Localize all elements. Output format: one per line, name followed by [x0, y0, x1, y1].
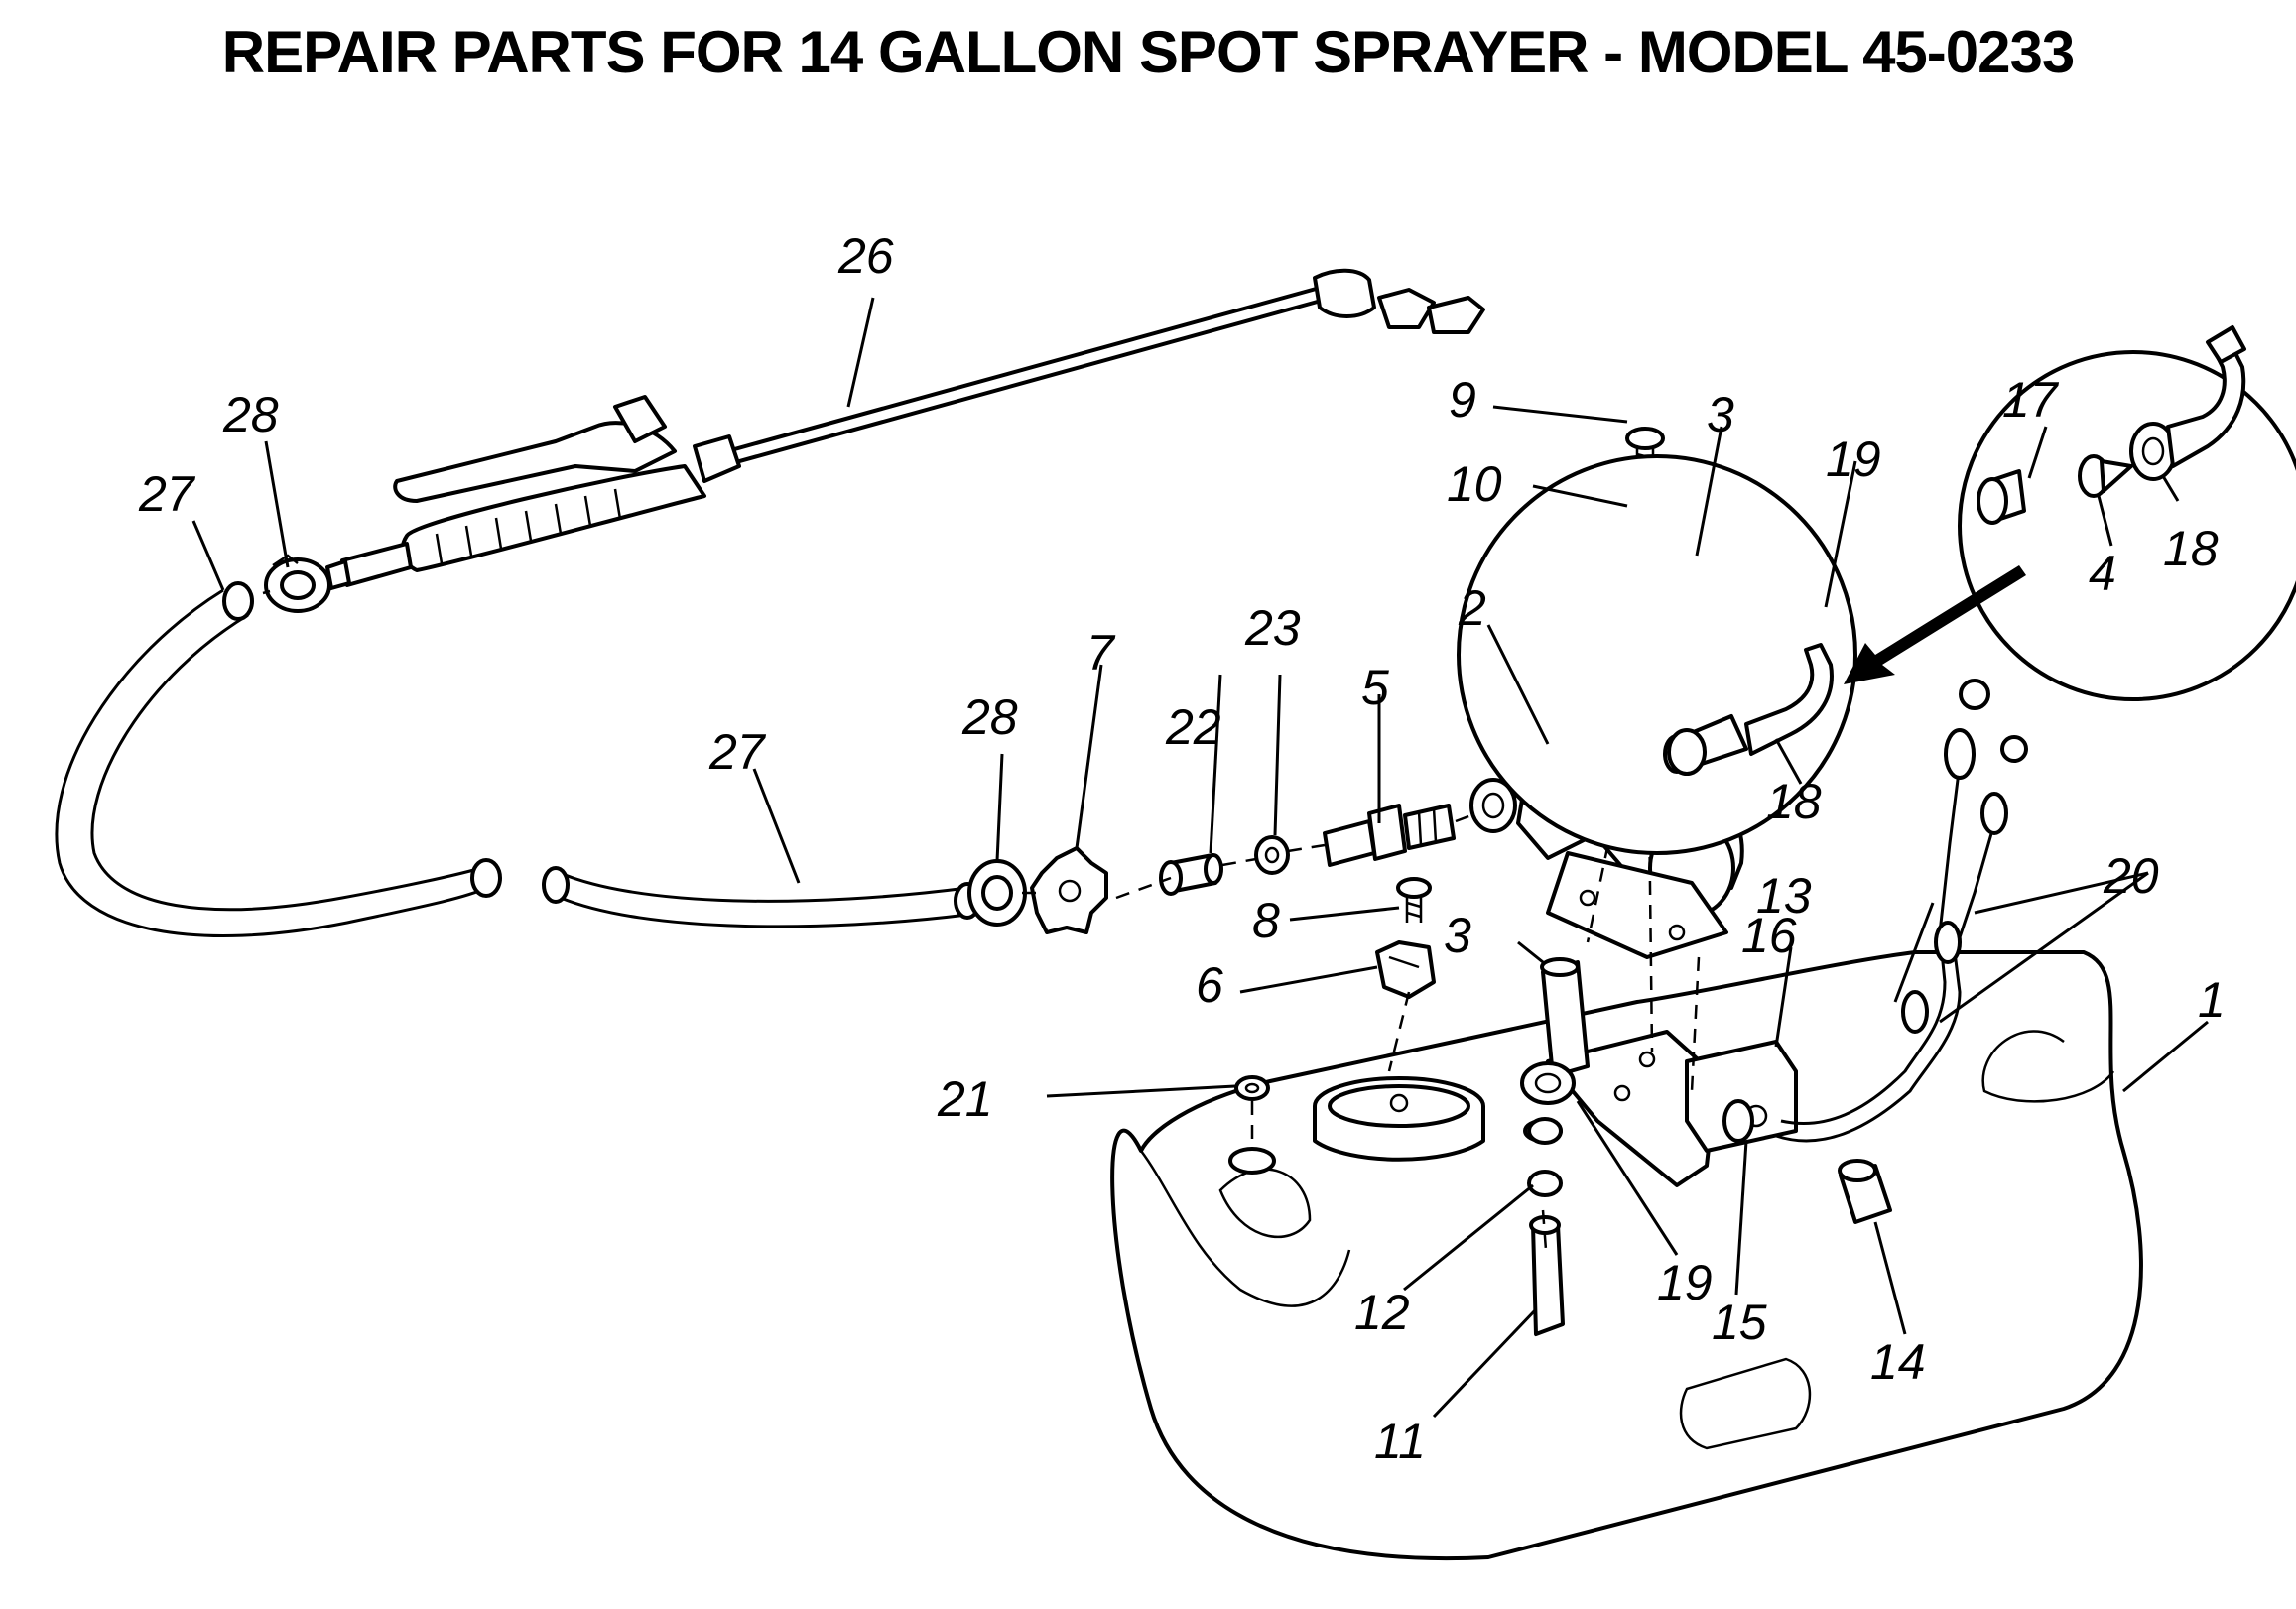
elbow-18 — [1663, 643, 1834, 776]
callout-10: 10 — [1447, 456, 1502, 512]
callout-21: 21 — [937, 1071, 993, 1127]
fuse-14 — [1838, 1159, 1892, 1224]
callout-27-upper: 27 — [138, 466, 196, 522]
clamp-19-lower — [1520, 1061, 1576, 1105]
callout-17: 17 — [2002, 372, 2060, 428]
callout-28-upper: 28 — [222, 387, 279, 442]
callout-23: 23 — [1244, 600, 1301, 656]
callout-4: 4 — [2089, 546, 2116, 601]
callout-16: 16 — [1741, 908, 1797, 963]
callout-22: 22 — [1165, 699, 1221, 755]
callout-26: 26 — [837, 228, 894, 284]
callout-18-pump: 18 — [1766, 774, 1822, 829]
leader-lines — [191, 297, 2209, 1419]
nut-7 — [1030, 846, 1108, 934]
callout-1: 1 — [2198, 972, 2226, 1028]
callout-14: 14 — [1870, 1334, 1926, 1390]
diagram-title: REPAIR PARTS FOR 14 GALLON SPOT SPRAYER … — [221, 19, 2076, 85]
screw-8 — [1396, 877, 1432, 923]
callout-20: 20 — [2103, 848, 2159, 904]
callout-5: 5 — [1361, 660, 1389, 715]
callout-8: 8 — [1252, 893, 1280, 948]
callout-2: 2 — [1458, 580, 1486, 636]
fitting-22 — [1159, 853, 1223, 896]
hose-short — [542, 866, 981, 928]
spray-wand — [325, 268, 1485, 590]
callout-19-upper: 19 — [1826, 432, 1881, 487]
hose-3-lower — [1540, 957, 1590, 1078]
grommet-12 — [1527, 1117, 1563, 1197]
callout-labels: 1 2 3 3 4 5 6 7 8 9 10 11 12 13 14 15 16… — [138, 228, 2226, 1469]
callout-3-upper: 3 — [1707, 387, 1734, 442]
detail-inset — [1457, 325, 2296, 855]
callout-28-lower: 28 — [961, 689, 1018, 745]
callout-13: 13 — [1756, 868, 1812, 924]
callout-6: 6 — [1196, 957, 1223, 1013]
callout-15: 15 — [1712, 1295, 1767, 1350]
clip-6 — [1375, 940, 1436, 999]
fitting-5 — [1323, 804, 1456, 867]
wiring-harness-20 — [1722, 679, 2028, 1143]
callout-18-inset: 18 — [2163, 521, 2219, 576]
callout-12: 12 — [1354, 1285, 1410, 1340]
tank — [1110, 950, 2143, 1560]
callout-11: 11 — [1374, 1414, 1426, 1469]
callout-3-lower: 3 — [1444, 908, 1471, 963]
washer-23 — [1254, 835, 1290, 875]
grommet-21 — [1234, 1075, 1270, 1101]
suction-tube-11 — [1529, 1215, 1565, 1336]
callout-9: 9 — [1449, 372, 1476, 428]
callout-27-lower: 27 — [708, 724, 767, 780]
pump-inlet-coupler — [1469, 778, 1517, 833]
hose-clamp-lower — [967, 859, 1027, 927]
callout-19-lower: 19 — [1657, 1255, 1713, 1310]
callout-7: 7 — [1086, 625, 1116, 681]
hose-long — [55, 581, 502, 937]
hose-clamp-upper — [264, 554, 331, 613]
